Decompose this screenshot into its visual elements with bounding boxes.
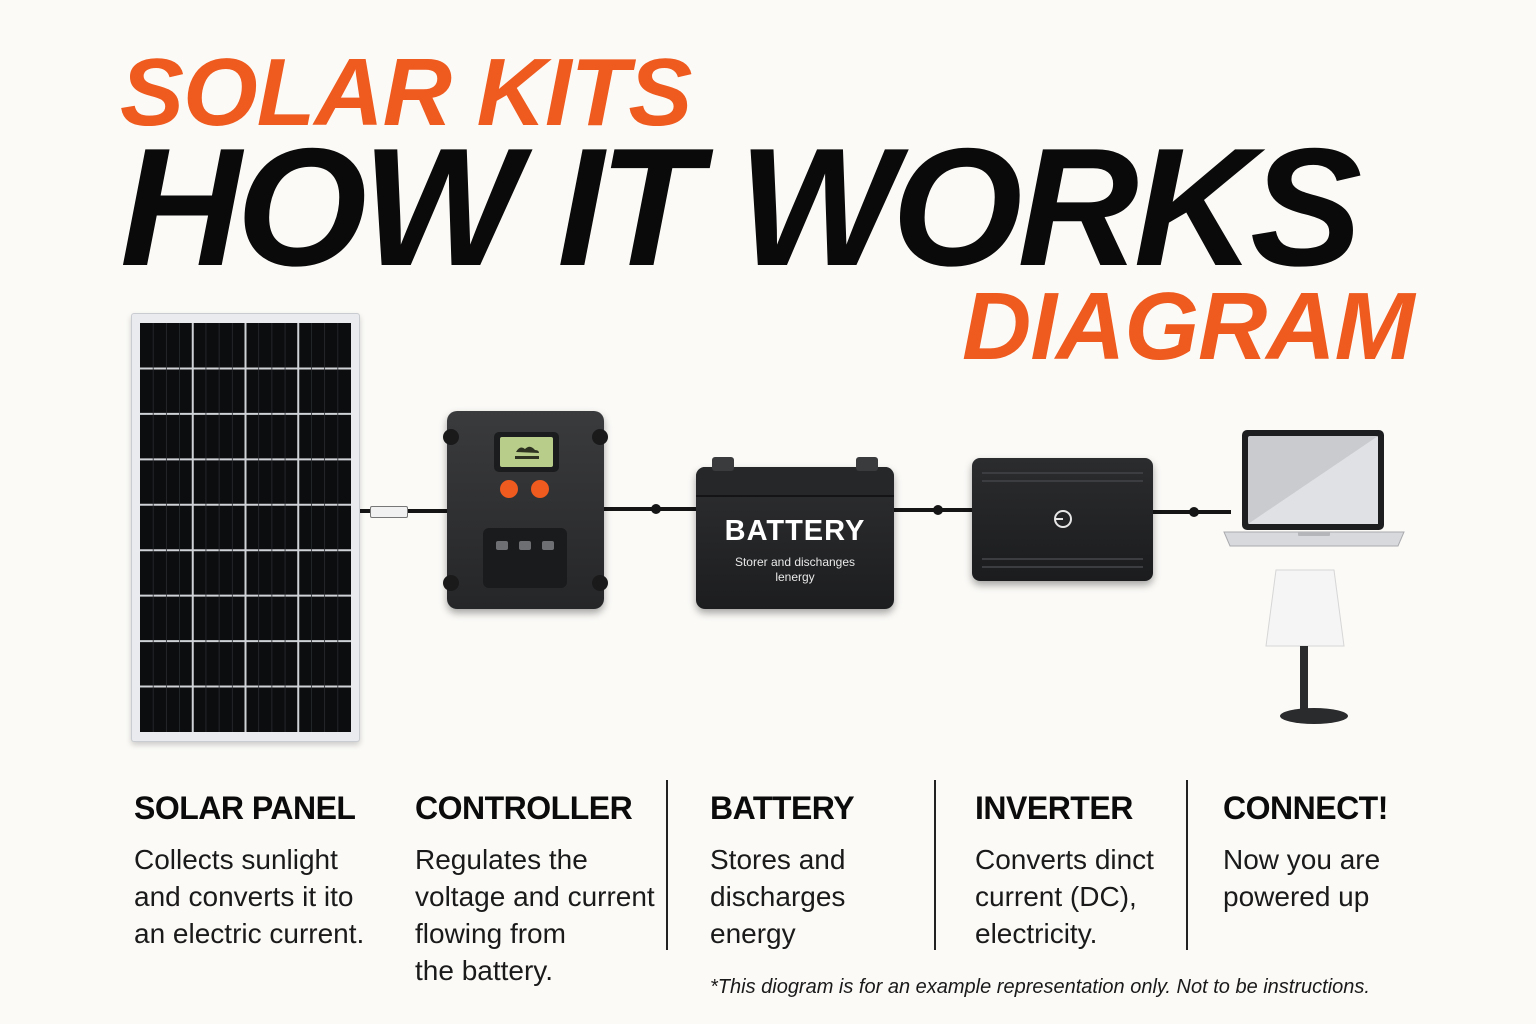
power-icon xyxy=(1054,510,1072,528)
lcd-display xyxy=(494,432,559,472)
divider xyxy=(666,780,668,950)
battery-terminal xyxy=(856,457,878,471)
mount-hole xyxy=(592,575,608,591)
caption-heading: BATTERY xyxy=(710,790,855,826)
battery-label: BATTERY xyxy=(724,515,866,547)
heat-fin xyxy=(982,566,1143,568)
wire-node xyxy=(933,505,943,515)
terminal-block xyxy=(483,528,567,588)
wire-node xyxy=(1189,507,1199,517)
caption-heading: INVERTER xyxy=(975,790,1133,826)
inverter-icon xyxy=(972,458,1153,581)
terminal xyxy=(496,541,508,550)
caption-solar-panel: SOLAR PANEL Collects sunlight and conver… xyxy=(134,788,364,952)
battery-terminal xyxy=(712,457,734,471)
footnote: *This diogram is for an example represen… xyxy=(710,976,1370,998)
caption-inverter: INVERTER Converts dinct current (DC), el… xyxy=(975,788,1154,952)
charge-controller-icon xyxy=(443,411,608,609)
caption-text: Now you are powered up xyxy=(1223,844,1381,912)
heat-fin xyxy=(982,480,1143,482)
caption-connect: CONNECT! Now you are powered up xyxy=(1223,788,1388,915)
title-diagram: DIAGRAM xyxy=(962,273,1415,380)
caption-text: Regulates the voltage and current flowin… xyxy=(415,844,655,986)
heat-fin xyxy=(982,472,1143,474)
panel-connector xyxy=(370,506,408,518)
divider xyxy=(1186,780,1188,950)
battery-icon: BATTERY Storer and dischanges lenergy xyxy=(696,457,894,609)
caption-text: Stores and discharges energy xyxy=(710,844,846,949)
lcd-screen xyxy=(500,437,553,467)
heat-fin xyxy=(982,558,1143,560)
caption-controller: CONTROLLER Regulates the voltage and cur… xyxy=(415,788,655,989)
divider xyxy=(934,780,936,950)
title-how-it-works: HOW IT WORKS xyxy=(120,113,1362,301)
caption-heading: SOLAR PANEL xyxy=(134,790,356,826)
terminal xyxy=(542,541,554,550)
terminal xyxy=(519,541,531,550)
caption-text: Collects sunlight and converts it ito an… xyxy=(134,844,365,949)
laptop-icon xyxy=(1223,430,1405,547)
caption-text: Converts dinct current (DC), electricity… xyxy=(975,844,1154,949)
orange-button xyxy=(500,480,518,498)
battery-lid xyxy=(696,467,894,497)
battery-sublabel: Storer and dischanges lenergy xyxy=(734,555,856,584)
mount-hole xyxy=(443,575,459,591)
caption-heading: CONNECT! xyxy=(1223,790,1388,826)
solar-panel-icon xyxy=(131,313,360,742)
orange-button xyxy=(531,480,549,498)
wire-controller-battery xyxy=(602,507,699,511)
mount-hole xyxy=(592,429,608,445)
wire-node xyxy=(651,504,661,514)
mount-hole xyxy=(443,429,459,445)
caption-battery: BATTERY Stores and discharges energy xyxy=(710,788,855,952)
caption-heading: CONTROLLER xyxy=(415,790,633,826)
title-solar-kits: SOLAR KITS xyxy=(120,39,692,146)
lamp-icon xyxy=(1265,569,1348,724)
